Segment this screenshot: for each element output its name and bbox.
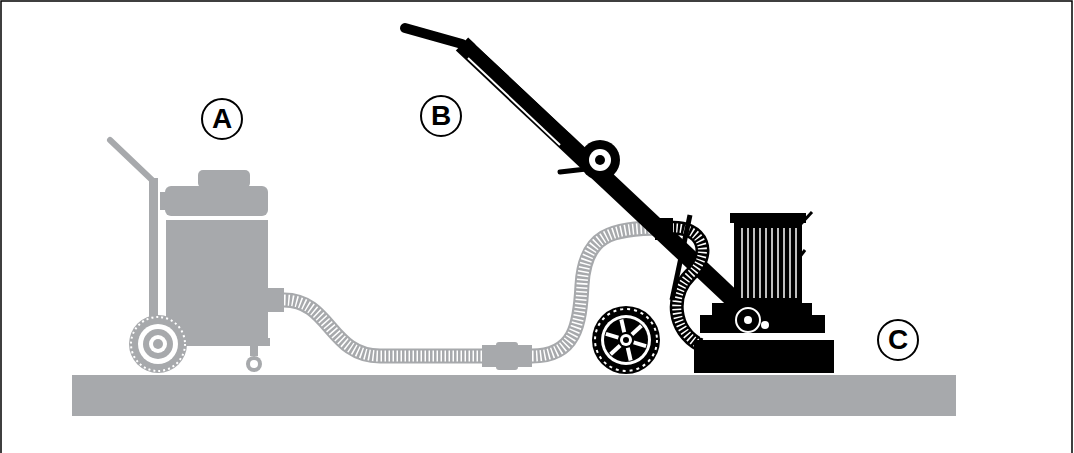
motor-fin: [795, 228, 797, 298]
floor-grinder: [405, 28, 834, 374]
motor-fin: [765, 228, 767, 298]
motor-fin: [753, 228, 755, 298]
wheel-spoke: [611, 345, 621, 354]
callout-letter: C: [877, 319, 919, 361]
motor-fin: [771, 228, 773, 298]
wheel-spokes: [606, 320, 646, 361]
vacuum-cleaner: [110, 140, 284, 373]
wheel-spoke: [632, 326, 642, 335]
motor-fins: [742, 228, 796, 298]
callout-letter: A: [201, 98, 243, 140]
callout-letter: B: [420, 95, 462, 137]
tyre-tread: [131, 317, 185, 371]
wheel-spoke: [606, 334, 618, 338]
motor-fin: [747, 228, 749, 298]
motor-fin: [789, 228, 791, 298]
motor-fin: [783, 228, 785, 298]
motor-fin: [759, 228, 761, 298]
tyre-tread: [595, 309, 657, 371]
motor-fin: [741, 228, 743, 298]
wheel-spoke: [621, 320, 624, 333]
motor-fin: [777, 228, 779, 298]
wheel-spoke: [628, 348, 631, 361]
floor: [72, 375, 956, 416]
hose-coupling: [482, 342, 532, 370]
wheel-spoke: [634, 342, 646, 346]
